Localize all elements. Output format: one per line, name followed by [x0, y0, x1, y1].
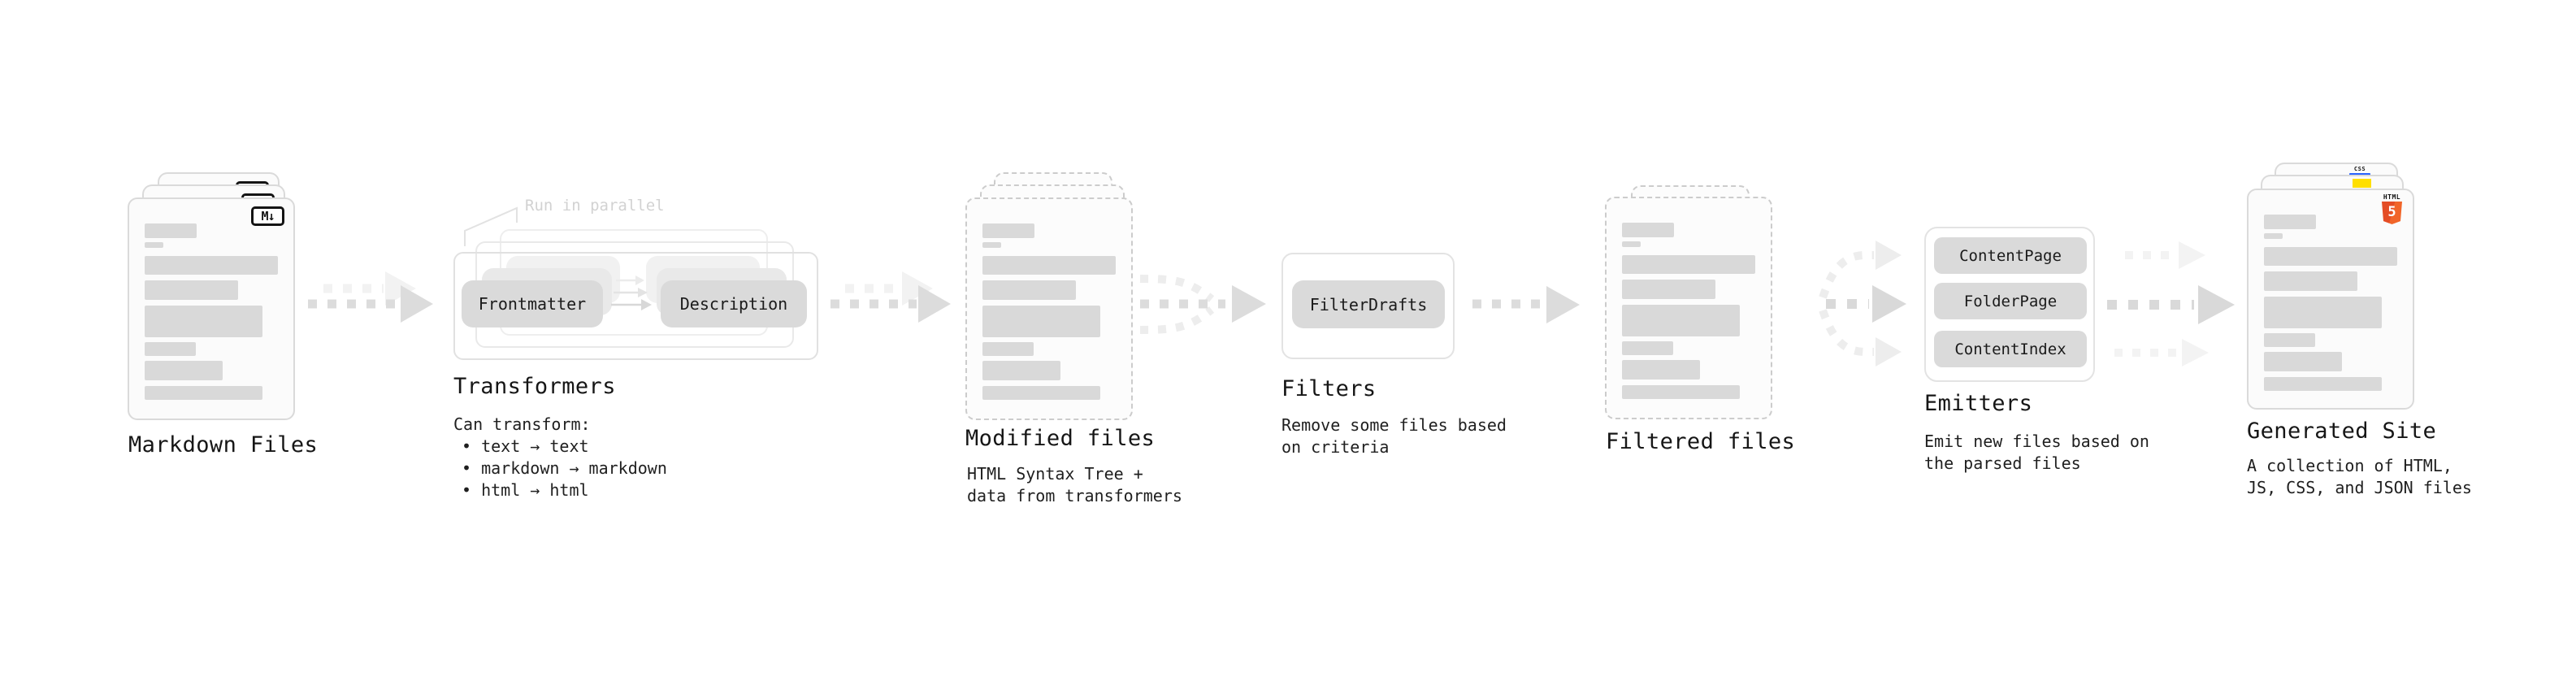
bullet-item: text → text: [453, 436, 667, 458]
folderpage-node: FolderPage: [1934, 283, 2087, 319]
filtered-files-label: Filtered files: [1606, 429, 1796, 454]
arrow-filters-to-filtered: [1472, 286, 1580, 323]
transformers-desc-title: Can transform:: [453, 414, 591, 434]
modified-files-description: HTML Syntax Tree + data from transformer…: [967, 463, 1182, 507]
generated-site-label: Generated Site: [2247, 419, 2437, 444]
arrow-markdown-to-transformers: [308, 271, 433, 323]
filters-description: Remove some files based on criteria: [1281, 414, 1507, 458]
contentindex-node: ContentIndex: [1934, 331, 2087, 367]
desc-line: data from transformers: [967, 486, 1182, 505]
desc-line: on criteria: [1281, 437, 1390, 457]
desc-line: the parsed files: [1924, 453, 2081, 473]
js-icon: [2353, 179, 2371, 188]
modified-file-card-front: [965, 197, 1133, 420]
filters-label: Filters: [1281, 376, 1377, 401]
transformers-description: Can transform: text → text markdown → ma…: [453, 414, 667, 501]
modified-files-label: Modified files: [965, 426, 1156, 451]
desc-line: JS, CSS, and JSON files: [2247, 478, 2472, 497]
desc-line: Emit new files based on: [1924, 432, 2149, 451]
frontmatter-node: Frontmatter: [462, 280, 603, 327]
transformers-label: Transformers: [453, 374, 616, 399]
generated-site-description: A collection of HTML, JS, CSS, and JSON …: [2247, 455, 2472, 499]
markdown-file-card-front: M↓: [128, 197, 295, 420]
markdown-icon: M↓: [251, 206, 284, 226]
markdown-files-label: Markdown Files: [128, 432, 319, 458]
bullet-item: markdown → markdown: [453, 458, 667, 479]
arrow-transformers-to-modified: [830, 271, 951, 323]
run-in-parallel-annotation: Run in parallel: [525, 197, 665, 215]
desc-line: HTML Syntax Tree +: [967, 464, 1143, 484]
html5-icon: HTML 5: [2381, 194, 2403, 224]
transformer-frame-front: [453, 252, 818, 360]
generated-file-card-front: HTML 5: [2247, 189, 2414, 410]
desc-line: Remove some files based: [1281, 415, 1507, 435]
description-node: Description: [661, 280, 807, 327]
filterdrafts-node: FilterDrafts: [1292, 280, 1445, 328]
transformers-bullet-list: text → text markdown → markdown html → h…: [453, 436, 667, 501]
filtered-file-card-front: [1605, 197, 1772, 419]
emitters-description: Emit new files based on the parsed files: [1924, 431, 2149, 475]
contentpage-node: ContentPage: [1934, 237, 2087, 274]
arrow-modified-to-filters-fan-in: [1139, 275, 1266, 334]
desc-line: A collection of HTML,: [2247, 456, 2452, 475]
bullet-item: html → html: [453, 479, 667, 501]
emitters-label: Emitters: [1924, 391, 2033, 416]
arrows-emitters-to-generated: [2107, 241, 2235, 367]
arrow-filtered-to-emitters-fan-out: [1819, 241, 1906, 367]
